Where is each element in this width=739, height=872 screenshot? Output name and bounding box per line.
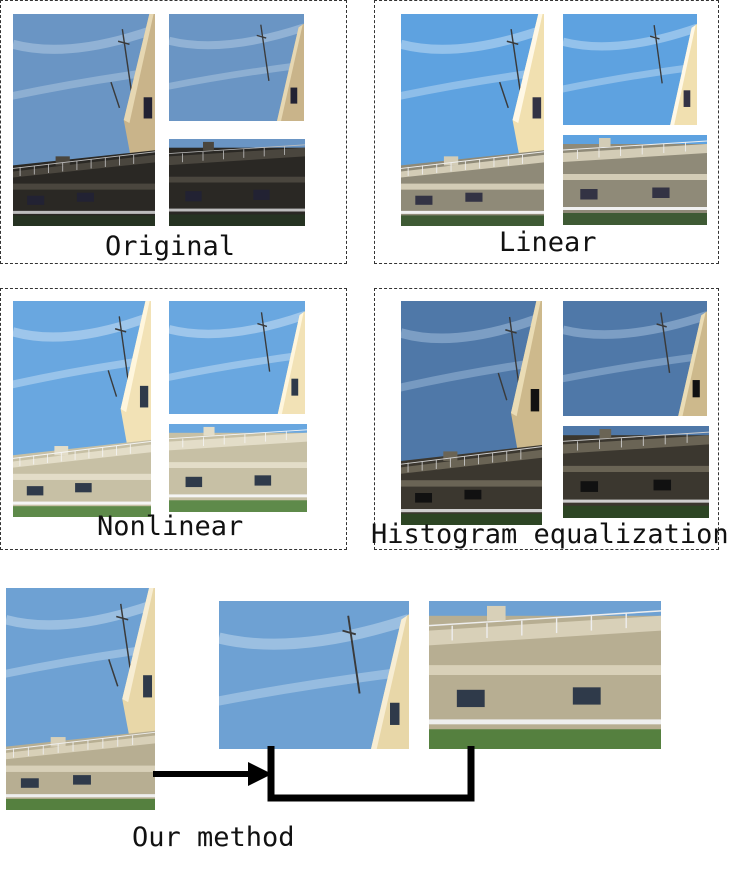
panel-histogram-equalization: Histogram equalization bbox=[371, 288, 729, 550]
bracket-connector bbox=[267, 746, 475, 802]
arrow-head bbox=[248, 762, 272, 786]
caption-original: Original bbox=[105, 231, 236, 262]
panel-original: Original bbox=[0, 0, 347, 264]
caption-histogram-equalization: Histogram equalization bbox=[371, 519, 729, 550]
caption-nonlinear: Nonlinear bbox=[97, 511, 244, 542]
caption-our-method: Our method bbox=[132, 822, 295, 853]
panel-nonlinear: Nonlinear bbox=[0, 288, 347, 550]
caption-linear: Linear bbox=[499, 227, 597, 258]
panel-linear: Linear bbox=[374, 0, 719, 264]
